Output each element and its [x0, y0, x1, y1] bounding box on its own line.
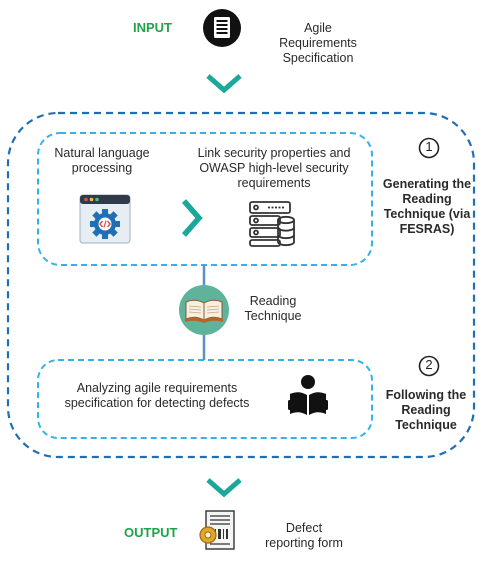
phase1-title-line: Technique (via: [383, 207, 471, 221]
phase1-title-line: Generating the: [382, 177, 472, 191]
phase1-number-badge: [418, 137, 440, 159]
phase1-title-line: Reading: [402, 192, 452, 206]
chevron-down-icon: [206, 478, 242, 498]
phase2-title-line: Technique: [395, 418, 457, 432]
report-form-icon: [199, 510, 235, 550]
link-security-label: Link security properties and OWASP high-…: [186, 146, 362, 191]
link-line: OWASP high-level security: [199, 161, 349, 175]
analyzing-line: Analyzing agile requirements: [76, 381, 238, 395]
phase1-title-line: FESRAS): [399, 222, 455, 236]
document-icon: [203, 9, 241, 47]
link-line: Link security properties and: [197, 146, 351, 160]
chevron-right-icon: [181, 199, 203, 237]
nlp-line: processing: [71, 161, 133, 175]
database-server-icon: [249, 201, 295, 247]
artifact-line: Technique: [244, 309, 302, 323]
link-line: requirements: [237, 176, 311, 190]
phase2-title-line: Following the: [385, 388, 467, 402]
phase2-box: [37, 359, 373, 439]
input-document-label: Agile Requirements Specification: [278, 21, 358, 66]
input-doc-line: Specification: [282, 51, 354, 65]
defect-form-label: Defect reporting form: [252, 521, 356, 551]
analyzing-line: specification for detecting defects: [64, 396, 250, 410]
outer-process-frame: [6, 111, 476, 459]
phase2-title-line: Reading: [401, 403, 451, 417]
chevron-down-icon: [206, 74, 242, 94]
reader-icon: [288, 375, 328, 415]
output-label: OUTPUT: [124, 525, 178, 540]
phase2-number-badge: [418, 355, 440, 377]
output-line: reporting form: [265, 536, 343, 550]
analyzing-label: Analyzing agile requirements specificati…: [44, 381, 270, 411]
artifact-line: Reading: [249, 294, 297, 308]
phase1-title: Generating the Reading Technique (via FE…: [370, 177, 484, 237]
nlp-line: Natural language: [54, 146, 150, 160]
nlp-label: Natural language processing: [44, 146, 160, 176]
output-line: Defect: [285, 521, 323, 535]
code-gear-icon: [79, 194, 131, 244]
reading-technique-label: Reading Technique: [238, 294, 308, 324]
input-doc-line: Requirements: [279, 36, 357, 50]
input-doc-line: Agile: [304, 21, 332, 35]
phase1-number: 1: [425, 139, 433, 154]
phase2-number: 2: [425, 357, 433, 372]
book-icon: [179, 285, 229, 335]
phase2-title: Following the Reading Technique: [376, 388, 476, 433]
input-label: INPUT: [133, 20, 172, 35]
